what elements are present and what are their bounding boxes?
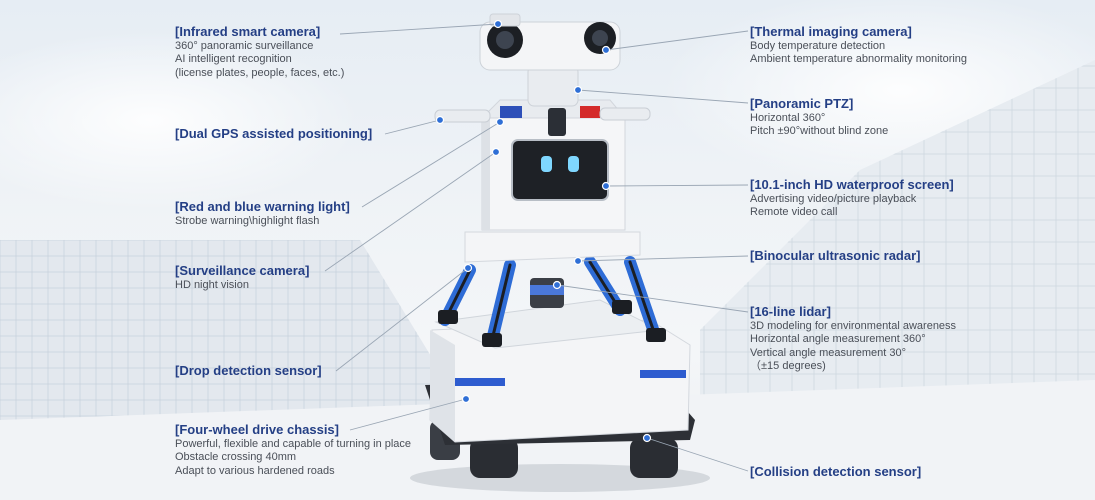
marker-dot — [573, 85, 583, 95]
callout-collision-sensor: [Collision detection sensor] — [750, 464, 921, 480]
callout-line: Pitch ±90°without blind zone — [750, 125, 889, 138]
callout-line: Remote video call — [750, 206, 838, 219]
callout-infrared-camera: [Infrared smart camera] 360° panoramic s… — [175, 24, 344, 80]
callout-title: [Collision detection sensor] — [750, 464, 922, 479]
front-camera — [548, 108, 566, 136]
warning-light-blue — [500, 106, 522, 118]
marker-dot — [601, 45, 611, 55]
torso-platform — [464, 231, 641, 263]
marker-dot — [573, 256, 583, 266]
marker-dot — [461, 394, 471, 404]
callout-line: Advertising video/picture playback — [750, 193, 917, 205]
marker-dot — [601, 181, 611, 191]
callout-line: Strobe warning\highlight flash — [175, 215, 320, 227]
chassis-stripe — [640, 370, 686, 378]
callout-title: [Thermal imaging camera] — [750, 24, 912, 39]
marker-dot — [495, 117, 505, 127]
callout-hd-screen: [10.1-inch HD waterproof screen] Adverti… — [750, 177, 954, 220]
callout-title: [Surveillance camera] — [175, 263, 310, 278]
callout-line: Vertical angle measurement 30° — [750, 346, 907, 359]
marker-dot — [435, 115, 445, 125]
callout-line: （±15 degrees) — [750, 360, 826, 373]
callout-title: [Drop detection sensor] — [175, 363, 322, 378]
callout-warning-light: [Red and blue warning light] Strobe warn… — [175, 199, 350, 228]
callout-drop-detection: [Drop detection sensor] — [175, 363, 322, 379]
callout-title: [10.1-inch HD waterproof screen] — [750, 177, 954, 192]
callout-line: Body temperature detection — [750, 40, 886, 52]
marker-dot — [493, 19, 503, 29]
cloud — [0, 30, 360, 210]
chassis-stripe — [455, 378, 505, 386]
callout-line: 3D modeling for environmental awareness — [750, 320, 957, 332]
callout-line: AI intelligent recognition — [175, 53, 292, 66]
gps-antenna-right — [599, 107, 651, 121]
callout-line: 360° panoramic surveillance — [175, 40, 314, 52]
callout-line: Ambient temperature abnormality monitori… — [750, 53, 968, 66]
marker-dot — [642, 433, 652, 443]
callout-line: (license plates, people, faces, etc.) — [175, 66, 345, 79]
callout-line: Horizontal 360° — [750, 112, 826, 124]
callout-title: [Infrared smart camera] — [175, 24, 321, 39]
callout-title: [Red and blue warning light] — [175, 199, 350, 214]
callout-title: [Four-wheel drive chassis] — [175, 422, 339, 437]
callout-line: Adapt to various hardened roads — [175, 464, 335, 477]
callout-title: [Panoramic PTZ] — [750, 96, 854, 111]
wheel — [470, 438, 518, 478]
marker-dot — [552, 280, 562, 290]
callout-four-wheel-chassis: [Four-wheel drive chassis] Powerful, fle… — [175, 422, 411, 478]
callout-title: [Binocular ultrasonic radar] — [750, 248, 921, 263]
callout-dual-gps: [Dual GPS assisted positioning] — [175, 126, 372, 142]
callout-surveillance-camera: [Surveillance camera] HD night vision — [175, 263, 309, 292]
callout-title: [Dual GPS assisted positioning] — [175, 126, 373, 141]
callout-panoramic-ptz: [Panoramic PTZ] Horizontal 360° Pitch ±9… — [750, 96, 888, 139]
callout-thermal-camera: [Thermal imaging camera] Body temperatur… — [750, 24, 967, 67]
callout-line: HD night vision — [175, 279, 249, 291]
callout-line: Horizontal angle measurement 360° — [750, 333, 926, 346]
gps-antenna-left — [434, 109, 491, 123]
warning-light-red — [580, 106, 600, 118]
chassis-side — [430, 330, 455, 442]
wheel — [630, 438, 678, 478]
callout-ultrasonic-radar: [Binocular ultrasonic radar] — [750, 248, 920, 264]
callout-line: Powerful, flexible and capable of turnin… — [175, 438, 412, 450]
callout-title: [16-line lidar] — [750, 304, 831, 319]
callout-16-line-lidar: [16-line lidar] 3D modeling for environm… — [750, 304, 956, 374]
marker-dot — [463, 263, 473, 273]
marker-dot — [491, 147, 501, 157]
hd-screen — [511, 139, 609, 201]
callout-line: Obstacle crossing 40mm — [175, 451, 297, 464]
